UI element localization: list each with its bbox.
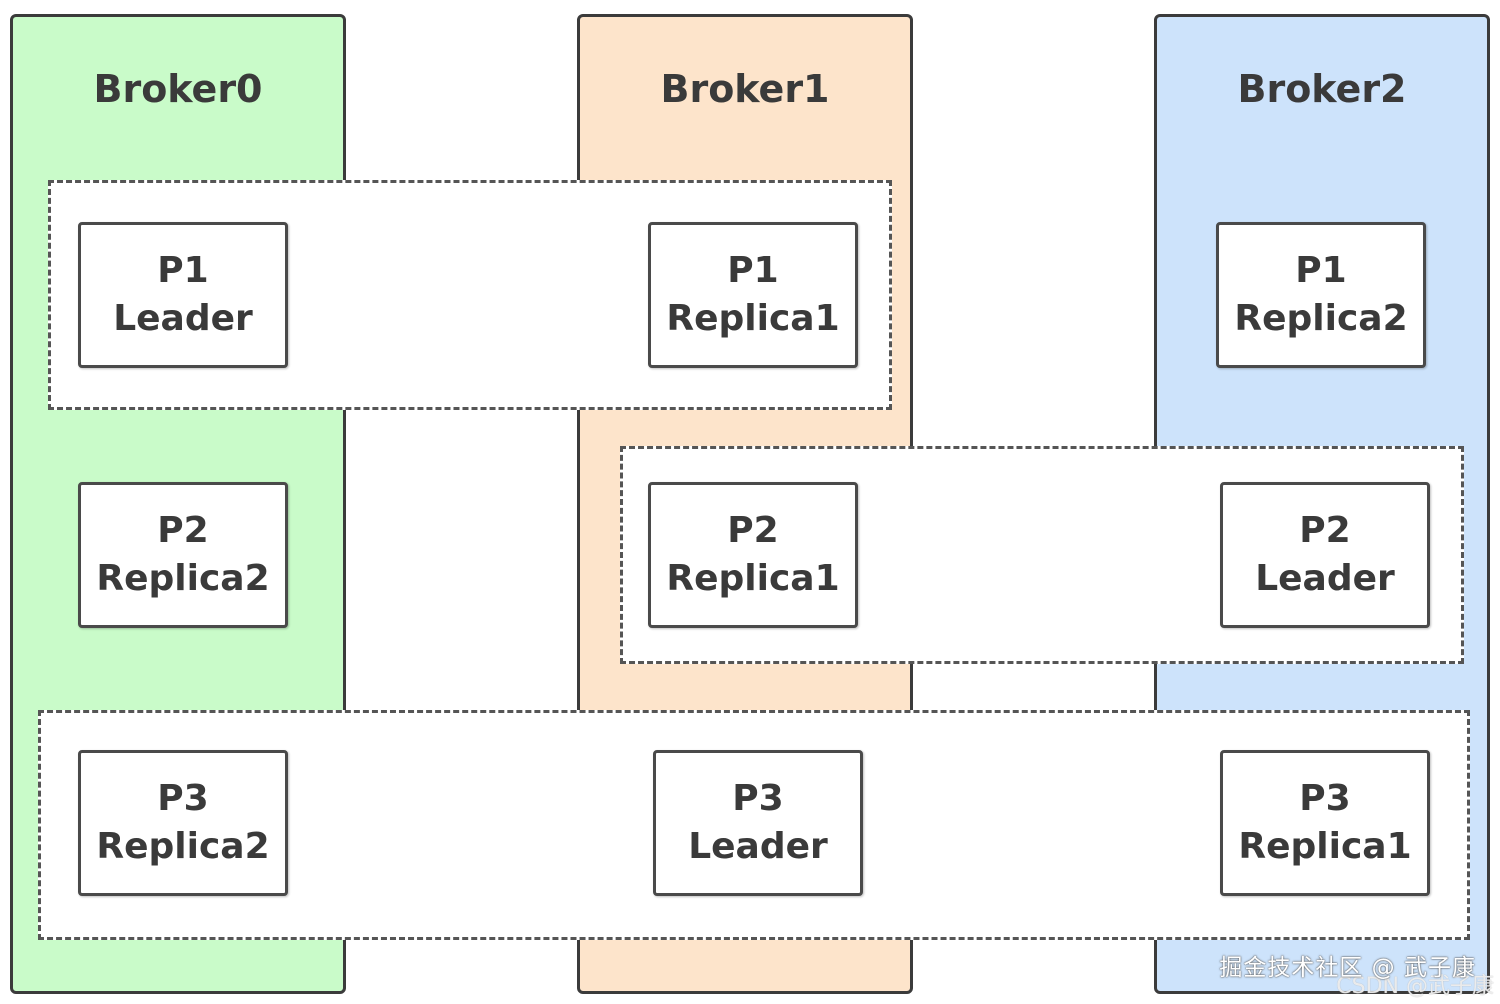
- partition-role: Leader: [1255, 558, 1395, 599]
- watermark: 掘金技术社区 @ 武子康: [1219, 955, 1476, 981]
- partition-role: Leader: [113, 298, 253, 339]
- partition-p3-broker0: P3 Replica2: [78, 750, 288, 896]
- partition-role: Replica1: [666, 558, 840, 599]
- partition-role: Leader: [688, 826, 828, 867]
- partition-id: P2: [1299, 510, 1351, 551]
- broker-2-title: Broker2: [1237, 67, 1407, 111]
- partition-p1-broker1: P1 Replica1: [648, 222, 858, 368]
- partition-id: P3: [1299, 778, 1351, 819]
- partition-p1-broker0: P1 Leader: [78, 222, 288, 368]
- partition-id: P2: [157, 510, 209, 551]
- partition-role: Replica2: [1234, 298, 1408, 339]
- partition-id: P1: [1295, 250, 1347, 291]
- partition-p3-broker1: P3 Leader: [653, 750, 863, 896]
- partition-role: Replica2: [96, 558, 270, 599]
- partition-role: Replica1: [666, 298, 840, 339]
- partition-role: Replica2: [96, 826, 270, 867]
- partition-role: Replica1: [1238, 826, 1412, 867]
- watermark-secondary: CSDN @武子康: [1336, 974, 1494, 999]
- partition-id: P2: [727, 510, 779, 551]
- partition-p1-broker2: P1 Replica2: [1216, 222, 1426, 368]
- partition-p2-broker2: P2 Leader: [1220, 482, 1430, 628]
- partition-p2-broker1: P2 Replica1: [648, 482, 858, 628]
- partition-id: P1: [727, 250, 779, 291]
- partition-id: P3: [732, 778, 784, 819]
- partition-p3-broker2: P3 Replica1: [1220, 750, 1430, 896]
- broker-1-title: Broker1: [660, 67, 830, 111]
- partition-id: P1: [157, 250, 209, 291]
- partition-id: P3: [157, 778, 209, 819]
- partition-p2-broker0: P2 Replica2: [78, 482, 288, 628]
- broker-0-title: Broker0: [93, 67, 263, 111]
